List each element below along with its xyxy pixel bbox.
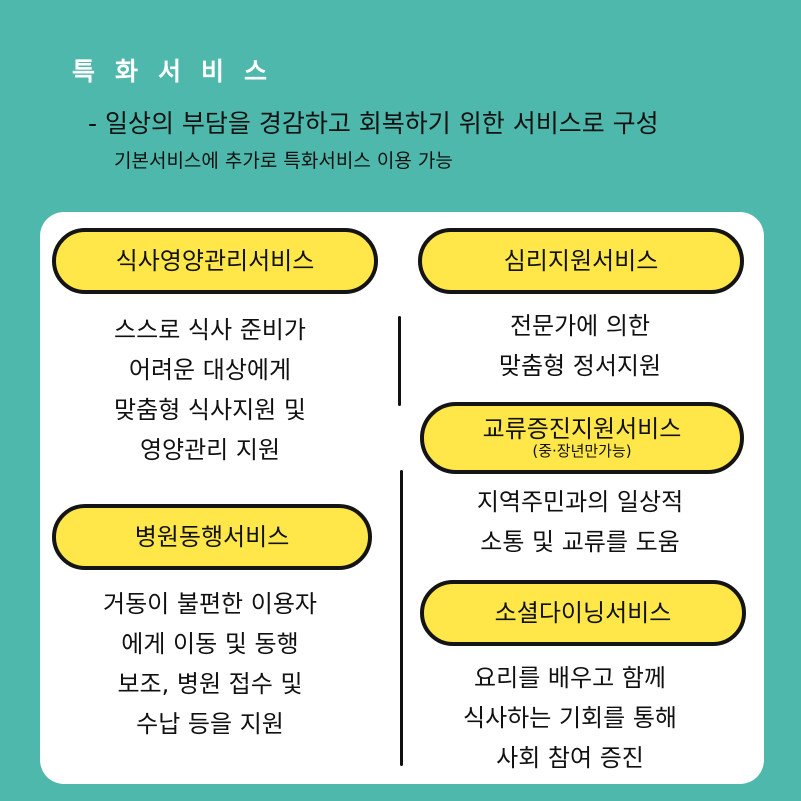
meal-service-line: 영양관리 지원 bbox=[139, 436, 281, 464]
social-service-badge: 소셜다이닝서비스 bbox=[420, 580, 746, 646]
hospital-service-line: 보조, 병원 접수 및 bbox=[117, 670, 303, 698]
exchange-service-description: 지역주민과의 일상적 소통 및 교류를 도움 bbox=[430, 482, 730, 562]
social-service-description: 요리를 배우고 함께 식사하는 기회를 통해 사회 참여 증진 bbox=[420, 658, 720, 778]
exchange-service-label: 교류증진지원서비스 bbox=[482, 415, 682, 444]
column-divider-top bbox=[398, 316, 401, 406]
social-service-line: 사회 참여 증진 bbox=[496, 744, 644, 772]
social-service-line: 요리를 배우고 함께 bbox=[474, 664, 666, 692]
column-divider-bottom bbox=[400, 470, 403, 766]
hospital-service-description: 거동이 불편한 이용자 에게 이동 및 동행 보조, 병원 접수 및 수납 등을… bbox=[60, 584, 360, 744]
exchange-service-note: (중·장년만가능) bbox=[532, 441, 632, 460]
psych-service-line: 전문가에 의한 bbox=[509, 312, 651, 340]
meal-service-badge: 식사영양관리서비스 bbox=[52, 228, 378, 294]
page-title: 특화서비스 bbox=[72, 57, 288, 86]
meal-service-line: 맞춤형 식사지원 및 bbox=[114, 396, 306, 424]
hospital-service-line: 수납 등을 지원 bbox=[136, 710, 284, 738]
psych-service-label: 심리지원서비스 bbox=[503, 246, 659, 275]
meal-service-label: 식사영양관리서비스 bbox=[115, 246, 315, 275]
page-note: 기본서비스에 추가로 특화서비스 이용 가능 bbox=[114, 150, 453, 172]
services-panel: 식사영양관리서비스 스스로 식사 준비가 어려운 대상에게 맞춤형 식사지원 및… bbox=[40, 212, 764, 784]
meal-service-line: 스스로 식사 준비가 bbox=[114, 316, 306, 344]
social-service-line: 식사하는 기회를 통해 bbox=[463, 704, 677, 732]
hospital-service-label: 병원동행서비스 bbox=[134, 522, 290, 551]
hospital-service-line: 거동이 불편한 이용자 bbox=[103, 590, 317, 618]
exchange-service-badge: 교류증진지원서비스 (중·장년만가능) bbox=[420, 402, 744, 474]
exchange-service-line: 소통 및 교류를 도움 bbox=[480, 528, 680, 556]
psych-service-badge: 심리지원서비스 bbox=[418, 228, 744, 294]
page-subtitle: - 일상의 부담을 경감하고 회복하기 위한 서비스로 구성 bbox=[88, 109, 659, 138]
meal-service-line: 어려운 대상에게 bbox=[128, 356, 292, 384]
psych-service-line: 맞춤형 정서지원 bbox=[498, 352, 662, 380]
hospital-service-badge: 병원동행서비스 bbox=[52, 504, 372, 570]
hospital-service-line: 에게 이동 및 동행 bbox=[121, 630, 299, 658]
social-service-label: 소셜다이닝서비스 bbox=[494, 598, 672, 627]
psych-service-description: 전문가에 의한 맞춤형 정서지원 bbox=[430, 306, 730, 386]
exchange-service-line: 지역주민과의 일상적 bbox=[476, 488, 684, 516]
meal-service-description: 스스로 식사 준비가 어려운 대상에게 맞춤형 식사지원 및 영양관리 지원 bbox=[60, 310, 360, 470]
